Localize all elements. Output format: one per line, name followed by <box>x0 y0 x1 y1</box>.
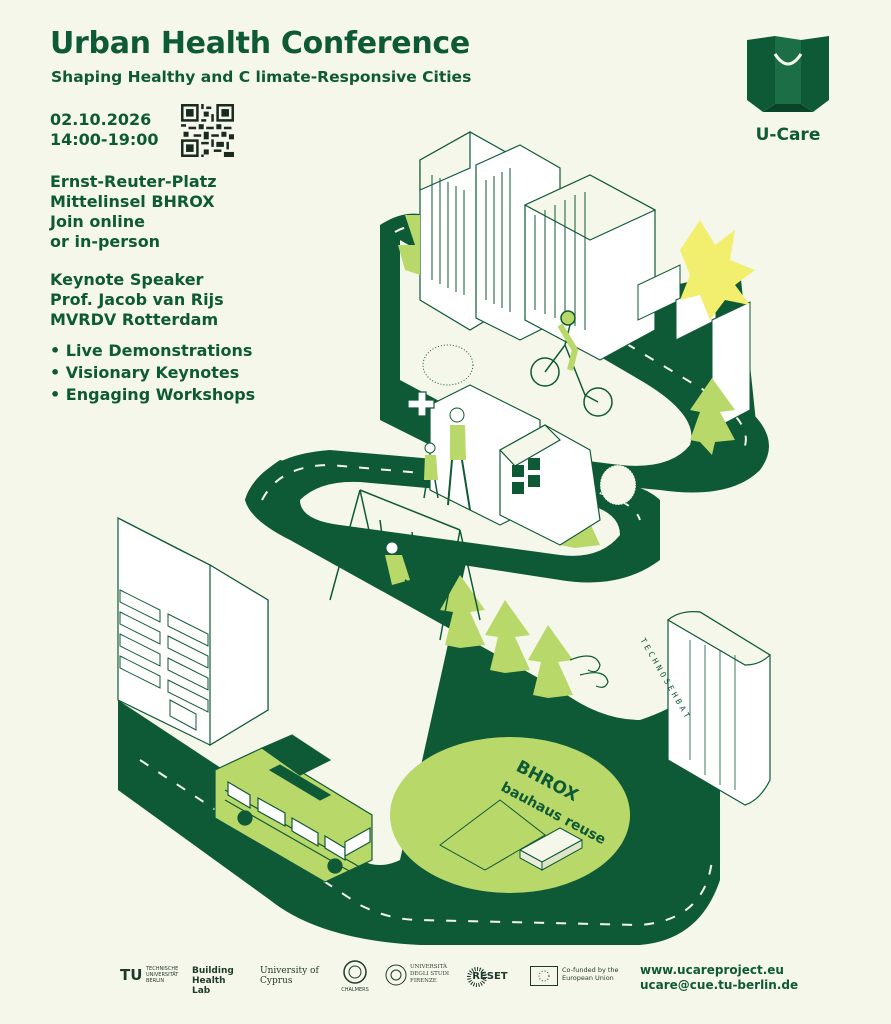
partner-logo-chalmers[interactable]: CHALMERS <box>335 960 375 994</box>
apartment-windows <box>119 589 209 731</box>
reset-sun-icon <box>467 967 487 987</box>
website-link[interactable]: www.ucareproject.eu <box>640 963 784 977</box>
partner-logo-building-health-lab[interactable]: Building Health Lab <box>192 966 234 996</box>
partner-logo-reset[interactable]: RESET <box>462 962 508 992</box>
keynote-line: MVRDV Rotterdam <box>50 310 219 329</box>
tu-berlin-icon: TU <box>120 966 142 982</box>
highlight-item: • Live Demonstrations <box>50 341 253 360</box>
eu-flag-icon <box>530 966 558 986</box>
email-link[interactable]: ucare@cue.tu-berlin.de <box>640 978 799 992</box>
partner-logo-university-of-cyprus[interactable]: University of Cyprus <box>260 966 319 986</box>
location-line: Join online <box>50 212 145 231</box>
location-line: Ernst-Reuter-Platz <box>50 172 217 191</box>
city-illustration: BHROX bauhaus reuse <box>117 130 771 945</box>
chalmers-seal-icon <box>343 960 367 984</box>
highlights-list: • Live Demonstrations • Visionary Keynot… <box>50 340 255 406</box>
conference-subtitle: Shaping Healthy and C limate-Responsive … <box>51 68 472 86</box>
keynote-line: Prof. Jacob van Rijs <box>50 290 224 309</box>
partner-logo-eu[interactable]: Co-funded by the European Union <box>530 966 626 986</box>
apartment-building <box>117 517 269 747</box>
office-towers <box>419 130 657 361</box>
highlight-item: • Visionary Keynotes <box>50 363 240 382</box>
ucare-logo-icon <box>747 36 829 112</box>
date-time-block: 02.10.2026 14:00-19:00 <box>50 110 159 150</box>
partner-logo-firenze[interactable]: UNIVERSITÀ DEGLI STUDI FIRENZE <box>385 964 460 986</box>
bus <box>214 734 373 883</box>
contact-block: www.ucareproject.eu ucare@cue.tu-berlin.… <box>640 963 798 993</box>
firenze-seal-icon <box>385 964 407 986</box>
location-line: or in-person <box>50 232 161 251</box>
svg-text:TU: TU <box>120 966 142 982</box>
keynote-line: Keynote Speaker <box>50 270 204 289</box>
pharmacy-cross-icon <box>407 391 435 417</box>
event-date: 02.10.2026 <box>50 110 152 129</box>
qr-code-icon[interactable] <box>181 104 234 157</box>
swing <box>329 489 481 641</box>
wind-icon <box>569 655 609 688</box>
cyclist <box>530 310 613 417</box>
bhrox-plaza <box>390 737 630 893</box>
partner-logo-tu-berlin[interactable]: TU TECHNISCHE UNIVERSITÄT BERLIN <box>120 966 179 984</box>
event-time: 14:00-19:00 <box>50 130 159 149</box>
swing-person <box>385 541 437 607</box>
highlight-item: • Engaging Workshops <box>50 385 256 404</box>
yellow-tree <box>680 220 755 320</box>
location-block: Ernst-Reuter-Platz Mittelinsel BHROX Joi… <box>50 172 217 252</box>
conference-title: Urban Health Conference <box>50 26 470 61</box>
tower-windows <box>431 168 586 330</box>
pedestrians <box>423 407 471 511</box>
brand-name: U-Care <box>755 125 821 145</box>
location-line: Mittelinsel BHROX <box>50 192 215 211</box>
curved-building <box>666 611 771 806</box>
keynote-block: Keynote Speaker Prof. Jacob van Rijs MVR… <box>50 270 224 330</box>
